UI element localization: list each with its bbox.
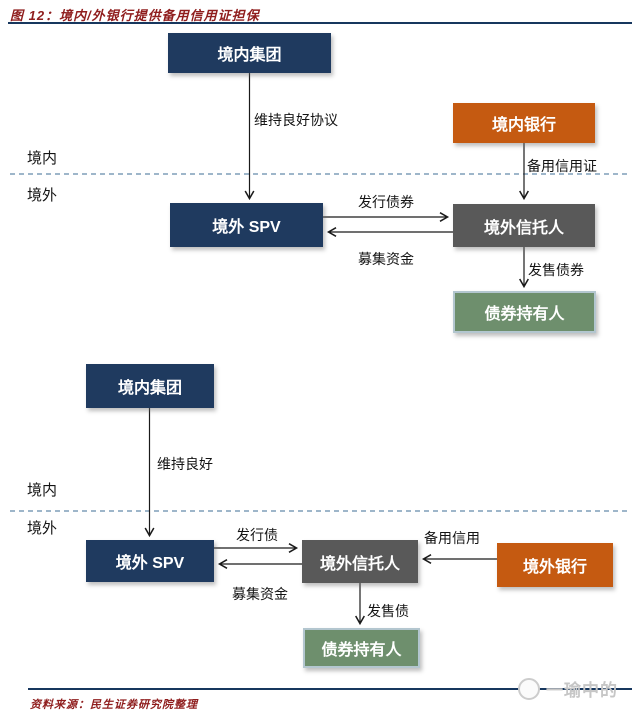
region-label-offshore-top: 境外 — [27, 187, 58, 204]
edge-label-standby-lc-top: 备用信用证 — [527, 158, 597, 174]
region-label-offshore-bottom: 境外 — [27, 520, 58, 537]
footer-divider-line — [28, 688, 632, 690]
node-bondholders-top: 债券持有人 — [453, 291, 596, 333]
figure-title: 图 12：境内/外银行提供备用信用证担保 — [10, 8, 260, 23]
node-domestic-group-top: 境内集团 — [168, 33, 331, 73]
edge-label-keepwell-bottom: 维持良好 — [157, 456, 213, 472]
edge-label-keepwell-top: 维持良好协议 — [254, 112, 338, 128]
region-label-onshore-bottom: 境内 — [27, 482, 58, 499]
node-domestic-bank-top: 境内银行 — [453, 103, 595, 143]
node-offshore-trustee-bottom: 境外信托人 — [302, 540, 418, 583]
edge-label-sell-bonds-bottom: 发售债 — [367, 603, 409, 619]
edge-label-issue-bonds-top: 发行债券 — [358, 194, 414, 210]
watermark: 一瑜中的 — [518, 676, 618, 701]
node-offshore-trustee-top: 境外信托人 — [453, 204, 595, 247]
edge-label-raise-funds-bottom: 募集资金 — [232, 586, 288, 602]
edge-label-raise-funds-top: 募集资金 — [358, 251, 414, 267]
source-note: 资料来源：民生证券研究院整理 — [30, 699, 198, 711]
node-offshore-spv-bottom: 境外 SPV — [86, 540, 214, 582]
watermark-logo-icon — [518, 677, 540, 700]
title-divider-line — [8, 22, 632, 24]
node-domestic-group-bottom: 境内集团 — [86, 364, 214, 408]
node-offshore-bank-bottom: 境外银行 — [497, 543, 613, 587]
node-bondholders-bottom: 债券持有人 — [303, 628, 420, 668]
edge-label-standby-lc-bottom: 备用信用 — [424, 530, 480, 546]
edge-label-issue-bonds-bottom: 发行债 — [236, 527, 278, 543]
watermark-text: 一瑜中的 — [546, 681, 618, 700]
node-offshore-spv-top: 境外 SPV — [170, 203, 323, 247]
edge-label-sell-bonds-top: 发售债券 — [528, 262, 584, 278]
region-label-onshore-top: 境内 — [27, 150, 58, 167]
